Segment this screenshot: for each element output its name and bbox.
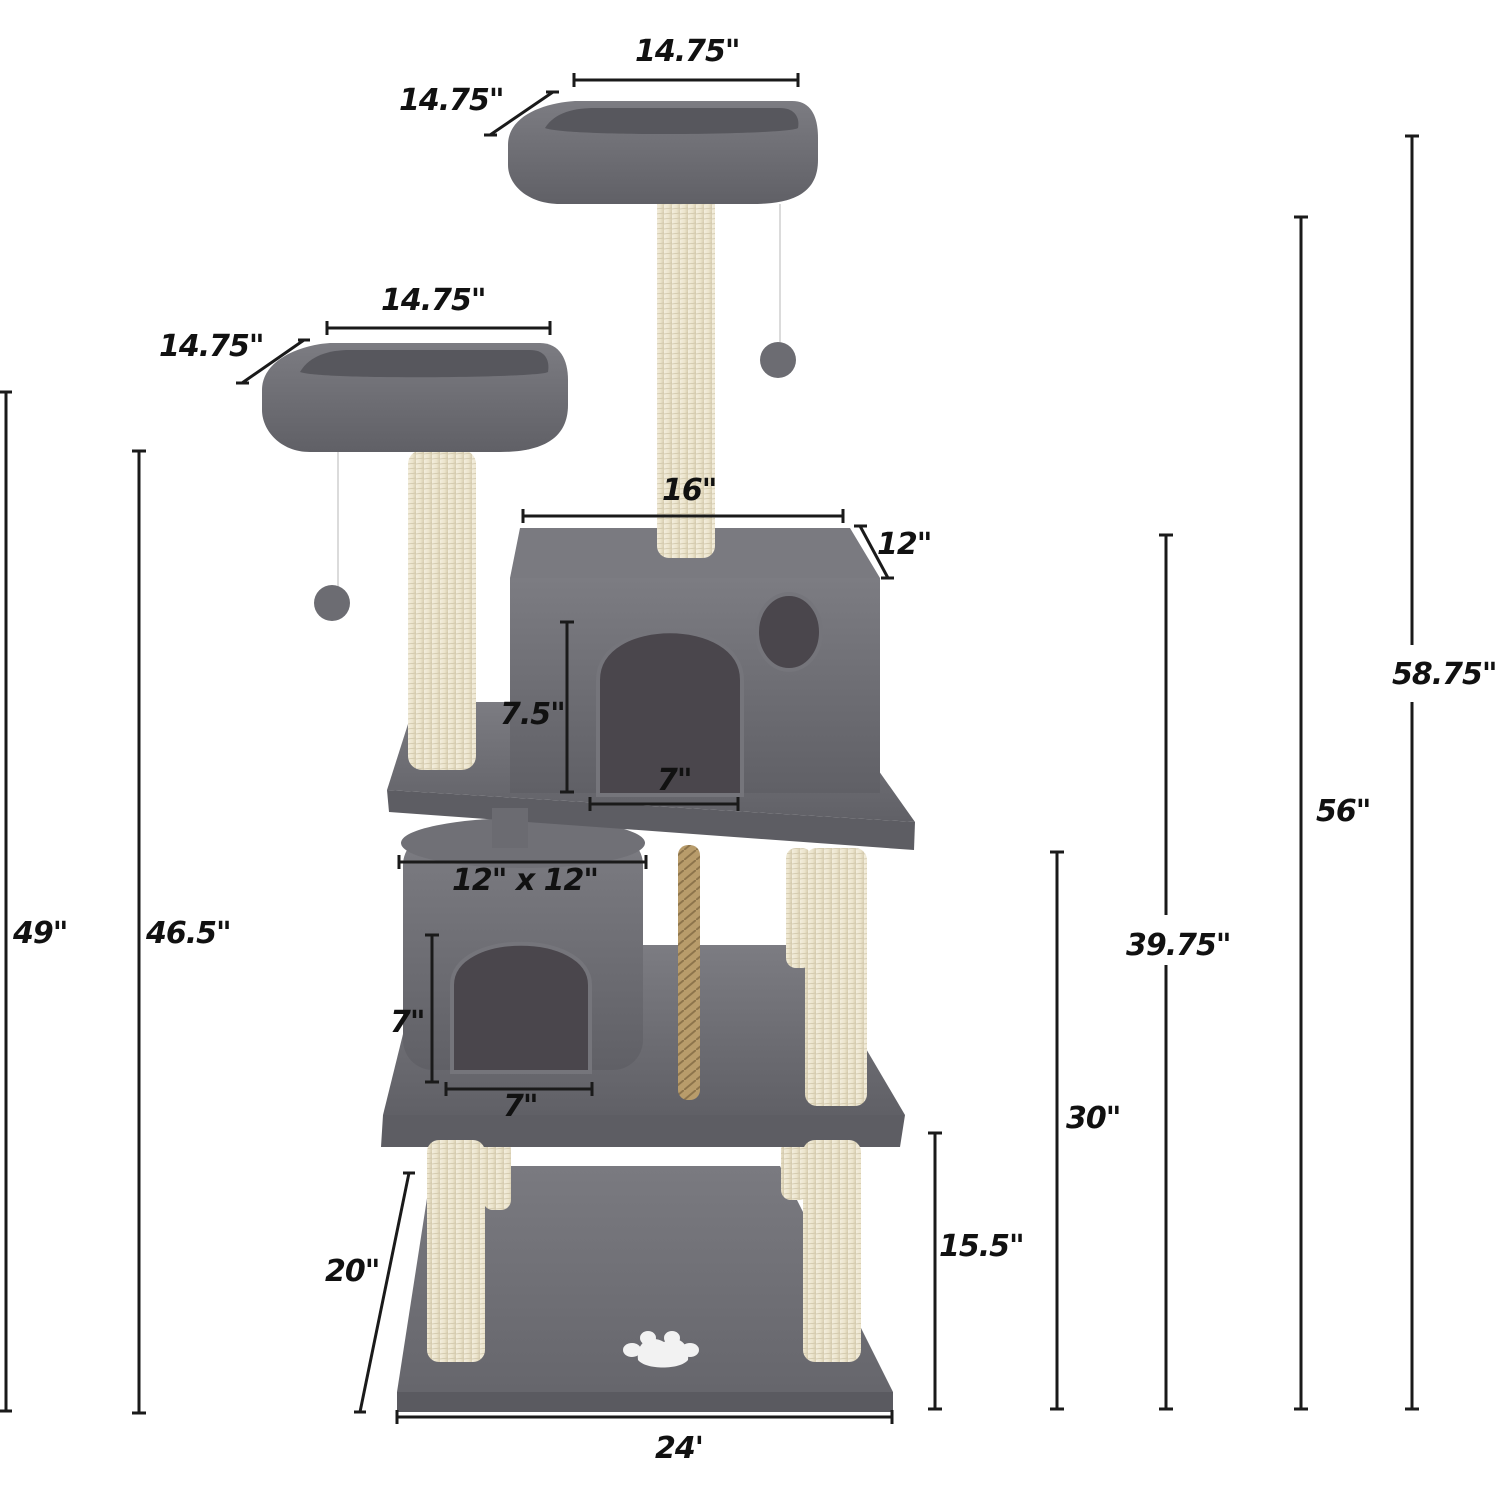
label-barrel-door-width: 7" <box>503 1089 539 1124</box>
label-top-perch-depth: 14.75" <box>399 83 505 118</box>
left-perch-bed <box>262 343 568 621</box>
barrel-condo <box>401 818 645 1074</box>
label-top-perch-height-a: 56" <box>1316 794 1371 829</box>
condo-arched-door-opening <box>596 629 744 797</box>
label-condo-width: 16" <box>662 473 717 508</box>
label-left-perch-height-b: 46.5" <box>146 916 232 951</box>
hanging-sisal-rope <box>678 845 700 1100</box>
label-left-perch-height-a: 49" <box>13 916 68 951</box>
barrel-door-opening <box>450 941 592 1074</box>
dimension-lines <box>0 73 1419 1424</box>
label-left-perch-depth: 14.75" <box>159 329 265 364</box>
sisal-post-front-left <box>427 1140 485 1362</box>
condo-porthole-opening <box>755 592 823 672</box>
label-middle-platform-height: 30" <box>1066 1101 1121 1136</box>
label-left-perch-width: 14.75" <box>381 283 487 318</box>
label-condo-door-width: 7" <box>657 763 693 798</box>
label-top-perch-height-b: 58.75" <box>1392 657 1498 692</box>
base-board <box>397 1166 893 1412</box>
label-condo-door-height: 7.5" <box>500 697 566 732</box>
paw-print-icon <box>623 1331 699 1368</box>
pom-pom-toy-left <box>314 585 350 621</box>
sisal-post-back-right <box>781 1140 809 1200</box>
label-barrel-size: 12" x 12" <box>452 863 599 898</box>
sisal-post-front-right <box>803 1140 861 1362</box>
top-perch-bed <box>508 101 818 378</box>
label-top-perch-width: 14.75" <box>635 34 741 69</box>
sisal-post-back-left <box>483 1140 511 1210</box>
sisal-post-left-perch <box>408 450 476 770</box>
label-condo-depth: 12" <box>877 527 932 562</box>
label-base-width: 24' <box>655 1431 704 1466</box>
barrel-connector <box>492 808 528 848</box>
label-condo-top-height: 39.75" <box>1126 928 1232 963</box>
label-lower-platform-height: 15.5" <box>939 1229 1025 1264</box>
label-base-depth: 20" <box>325 1254 380 1289</box>
pom-pom-toy-top <box>760 342 796 378</box>
sisal-post-middle-front <box>805 848 867 1106</box>
label-barrel-door-height: 7" <box>390 1005 426 1040</box>
sisal-post-top-perch <box>657 190 715 558</box>
